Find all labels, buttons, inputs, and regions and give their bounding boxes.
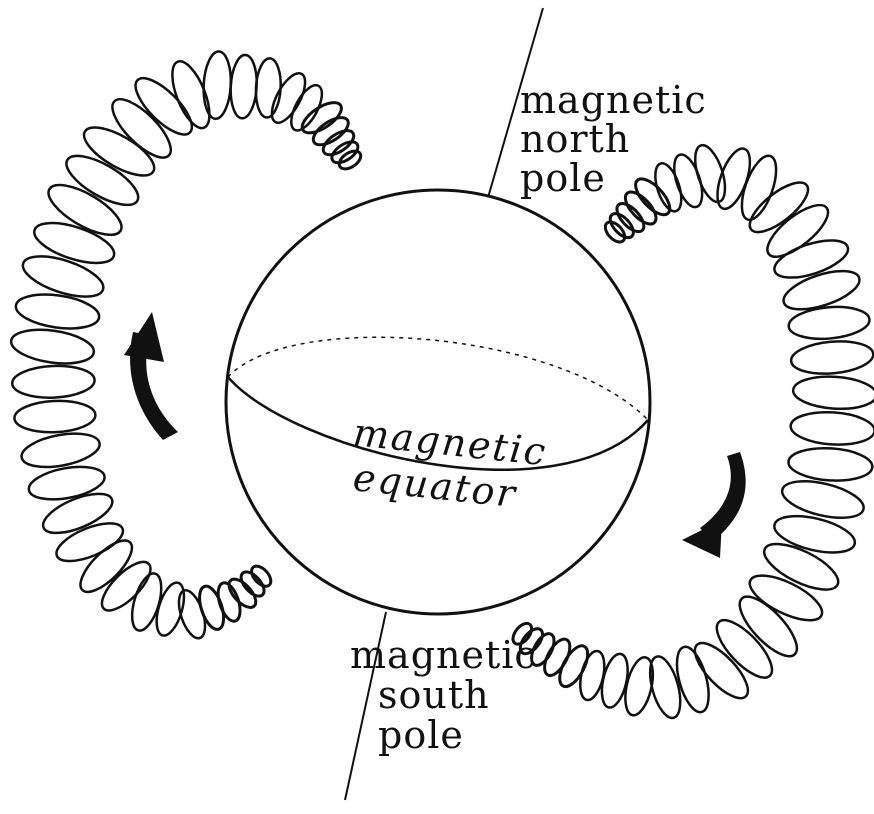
- belt-coil: [620, 187, 661, 229]
- belt-coil: [26, 461, 107, 504]
- north-label-line-2: north: [520, 117, 630, 161]
- north-label-line-3: pole: [520, 156, 606, 200]
- belt-coil: [195, 583, 229, 632]
- belt-coil: [689, 142, 731, 206]
- belt-coil: [41, 175, 128, 244]
- left-rotation-arrow: [124, 312, 178, 440]
- belt-coil: [59, 146, 145, 214]
- belt-coil: [735, 152, 783, 225]
- belt-coil: [742, 174, 815, 240]
- belt-coil: [760, 196, 836, 265]
- sphere-outline: [226, 190, 650, 614]
- belt-coil: [792, 374, 874, 411]
- belt-coil: [539, 635, 575, 679]
- south-pole-label: magnetic south pole: [350, 633, 537, 757]
- belt-coil: [787, 446, 873, 483]
- south-label-line-1: magnetic: [350, 633, 537, 677]
- belt-coil: [248, 563, 275, 590]
- right-rotation-arrow: [682, 452, 746, 558]
- belt-coil: [151, 580, 189, 639]
- belt-coil: [19, 428, 102, 473]
- south-label-line-3: pole: [378, 713, 464, 757]
- belt-coil: [711, 145, 757, 213]
- north-label-line-1: magnetic: [520, 78, 707, 122]
- belt-coil: [669, 151, 708, 210]
- belt-coil: [254, 58, 282, 118]
- belt-coil: [790, 338, 874, 377]
- belt-coil: [9, 325, 96, 368]
- earth-sphere: [226, 190, 650, 614]
- belt-coil: [202, 51, 233, 120]
- belt-coil: [554, 642, 593, 691]
- south-label-line-2: south: [378, 673, 490, 717]
- belt-coil: [790, 410, 874, 447]
- belt-coil: [12, 364, 96, 399]
- belt-coil: [14, 399, 96, 434]
- belt-coil: [229, 54, 258, 119]
- belt-coil: [174, 587, 210, 641]
